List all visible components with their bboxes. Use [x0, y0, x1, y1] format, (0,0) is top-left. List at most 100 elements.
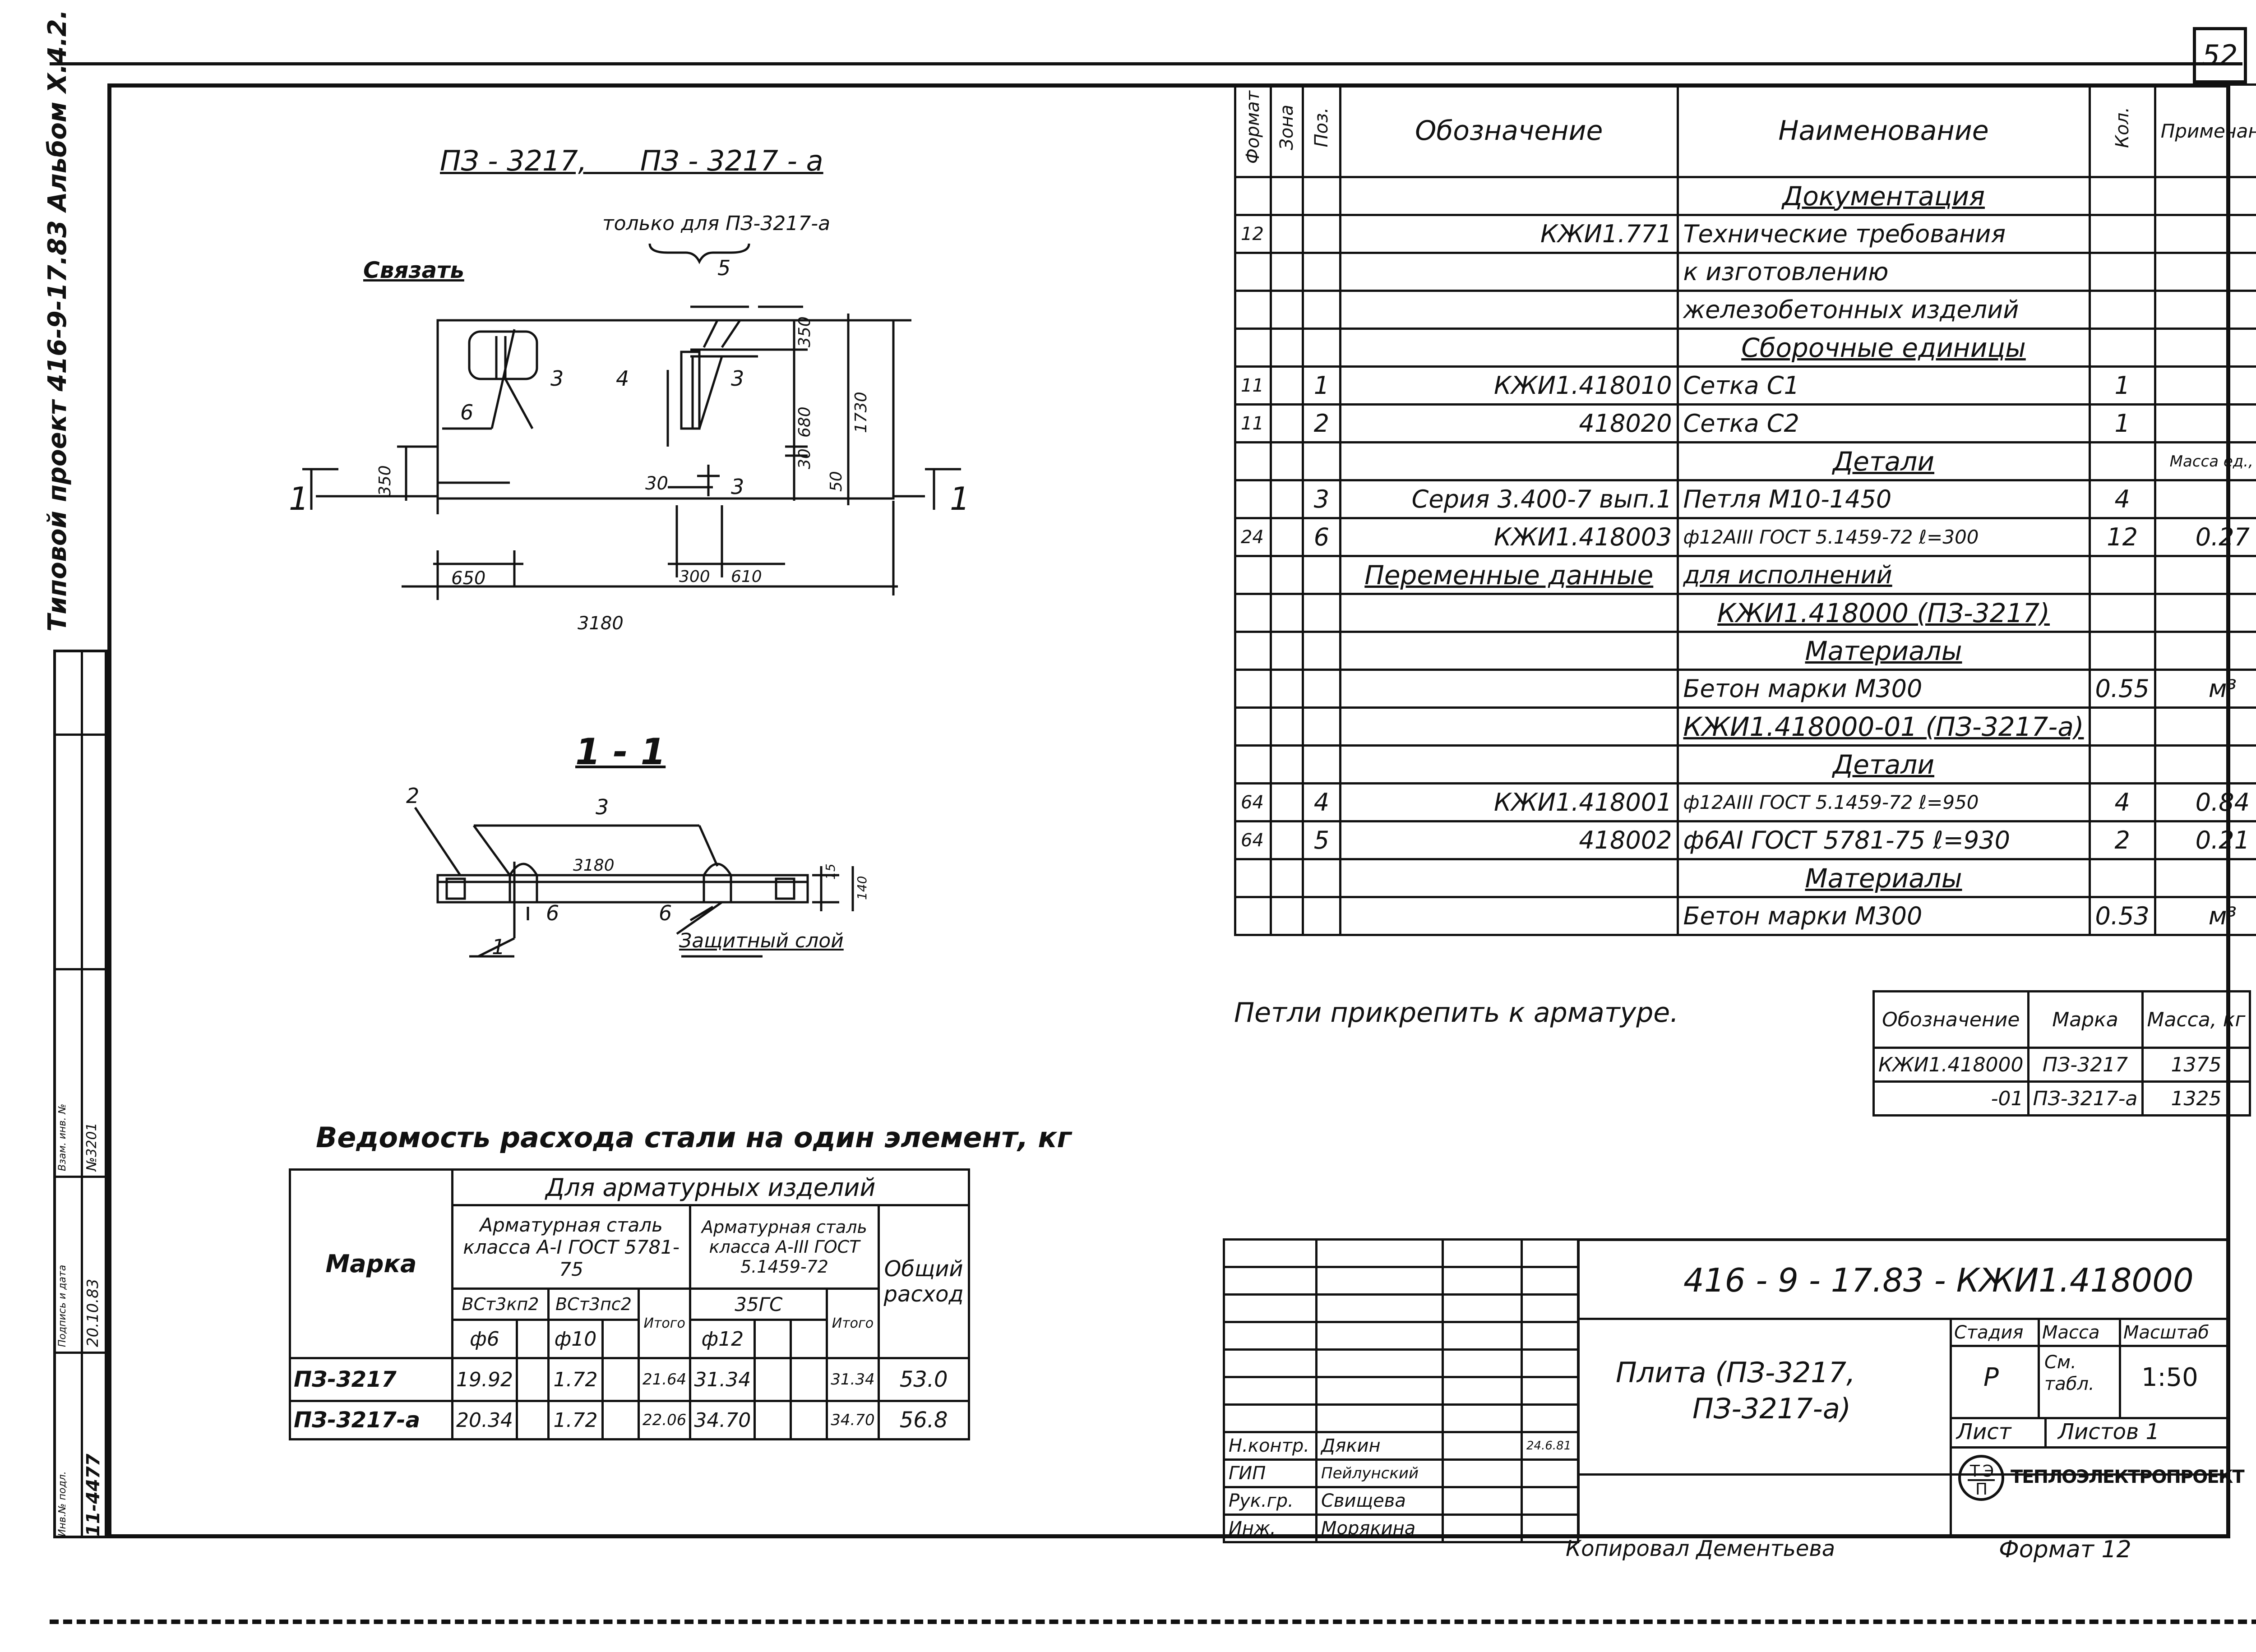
spec-pos: 5 [1301, 820, 1341, 860]
steel-h-for: Для арматурных изделий [451, 1168, 970, 1206]
section-callout-6a: 6 [546, 901, 559, 925]
tb-empty [1442, 1403, 1523, 1433]
tb-person-1: Дякин [1315, 1431, 1444, 1461]
tb-date-3 [1521, 1486, 1579, 1516]
section-callout-2: 2 [406, 785, 419, 808]
spec-designation: КЖИ1.771 [1339, 214, 1679, 254]
tb-sign-2 [1442, 1458, 1523, 1488]
mass-h-mark: Марка [2027, 990, 2144, 1049]
spec-note: м³ [2154, 896, 2256, 936]
spec-qty [2088, 176, 2156, 216]
steel-title: Ведомость расхода стали на один элемент,… [316, 1121, 1072, 1154]
stamp-vzam: Взам. инв. № [57, 1103, 68, 1171]
spec-qty: 4 [2088, 782, 2156, 822]
steel-table: Марка Для арматурных изделий Арматурная … [289, 1168, 970, 1440]
spec-qty [2088, 290, 2156, 330]
steel-h-st1: ВСт3кп2 [451, 1287, 550, 1321]
spec-note: м³ [2154, 669, 2256, 709]
spec-zone [1269, 706, 1304, 747]
spec-designation [1339, 896, 1679, 936]
steel-h-st2: ВСт3пс2 [547, 1287, 640, 1321]
mass-h-mass: Масса, кг [2141, 990, 2251, 1049]
spec-format [1234, 479, 1272, 519]
spec-zone [1269, 669, 1304, 709]
steel-h-d6: ф6 [451, 1319, 518, 1359]
spec-qty [2088, 441, 2156, 481]
steel-row-1-sum2: 31.34 [826, 1357, 880, 1402]
tb-role-3: Рук.гр. [1223, 1486, 1318, 1516]
tb-empty [1315, 1348, 1444, 1378]
spec-section-title: Документация [1676, 176, 2091, 216]
mass-h-desig: Обозначение [1872, 990, 2029, 1049]
spec-zone [1269, 517, 1304, 557]
plan-callout-3a: 3 [550, 366, 564, 391]
tb-empty [1521, 1403, 1579, 1433]
tb-empty [1223, 1266, 1318, 1296]
spec-h-designation: Обозначение [1339, 83, 1679, 178]
spec-qty: 4 [2088, 479, 2156, 519]
spec-note [2154, 744, 2256, 784]
mass-row-2-desig: -01 [1872, 1080, 2029, 1117]
tb-stage: Р [1983, 1363, 1999, 1392]
plan-callout-3b: 3 [731, 366, 744, 391]
spec-row: к изготовлению [1234, 252, 2256, 292]
stamp-vzam-val: №3201 [84, 1122, 100, 1171]
spec-note [2154, 631, 2256, 671]
spec-h-format: Формат [1234, 83, 1272, 178]
spec-format [1234, 744, 1272, 784]
plan-callout-3c: 3 [731, 475, 744, 499]
plan-dim-300: 300 [679, 568, 710, 586]
spec-pos [1301, 290, 1341, 330]
steel-empty [754, 1319, 792, 1359]
plan-callout-4: 4 [616, 366, 629, 391]
spec-format [1234, 328, 1272, 368]
steel-empty [754, 1357, 792, 1402]
spec-row: КЖИ1.418000-01 (ПЗ-3217-а) [1234, 706, 2256, 747]
spec-format [1234, 555, 1272, 595]
spec-note [2154, 706, 2256, 747]
section-title: 1 - 1 [575, 731, 666, 773]
spec-designation [1339, 669, 1679, 709]
svg-text:Т: Т [1969, 1462, 1980, 1481]
spec-zone [1269, 896, 1304, 936]
spec-name: ф12АIII ГОСТ 5.1459-72 ℓ=300 [1676, 517, 2091, 557]
tb-empty [1442, 1376, 1523, 1406]
steel-row-1: ПЗ-3217 19.92 1.72 21.64 31.34 31.34 53.… [289, 1357, 970, 1402]
tb-empty [1521, 1266, 1579, 1296]
spec-section-title: Детали [1676, 744, 2091, 784]
spec-zone [1269, 365, 1304, 406]
spec-name: Петля М10-1450 [1676, 479, 2091, 519]
plan-dim-3180: 3180 [578, 613, 624, 634]
spec-zone [1269, 252, 1304, 292]
title-block-signatures: Н.контр. Дякин 24.6.81 ГИП Пейлунский Ру… [1223, 1238, 1579, 1543]
spec-qty: 12 [2088, 517, 2156, 557]
tb-date-4 [1521, 1514, 1579, 1543]
steel-h-sum-2: Итого [826, 1287, 880, 1359]
spec-section-title: КЖИ1.418000-01 (ПЗ-3217-а) [1676, 706, 2091, 747]
plan-callout-5: 5 [717, 256, 730, 280]
spec-name: к изготовлению [1676, 252, 2091, 292]
specification-table: Формат Зона Поз. Обозначение Наименовани… [1234, 83, 2256, 936]
spec-row: железобетонных изделий [1234, 290, 2256, 330]
tb-empty [1315, 1293, 1444, 1323]
plan-dim-350v: 350 [376, 465, 394, 496]
tb-scale: 1:50 [2141, 1363, 2198, 1392]
spec-name: Сетка С2 [1676, 403, 2091, 443]
tb-sign-1 [1442, 1431, 1523, 1461]
tb-role-1: Н.контр. [1223, 1431, 1318, 1461]
steel-empty [790, 1319, 828, 1359]
plan-title: ПЗ - 3217, ПЗ - 3217 - а [440, 144, 823, 177]
bottom-cut-line [50, 1620, 2256, 1624]
spec-format [1234, 631, 1272, 671]
spec-designation [1339, 176, 1679, 216]
spec-section-title: КЖИ1.418000 (ПЗ-3217) [1676, 593, 2091, 633]
spec-designation [1339, 706, 1679, 747]
spec-pos [1301, 252, 1341, 292]
section-callout-6b: 6 [659, 901, 672, 925]
spec-pos [1301, 896, 1341, 936]
tb-empty [1223, 1348, 1318, 1378]
spec-note [2154, 593, 2256, 633]
steel-empty [601, 1400, 640, 1440]
spec-zone [1269, 593, 1304, 633]
